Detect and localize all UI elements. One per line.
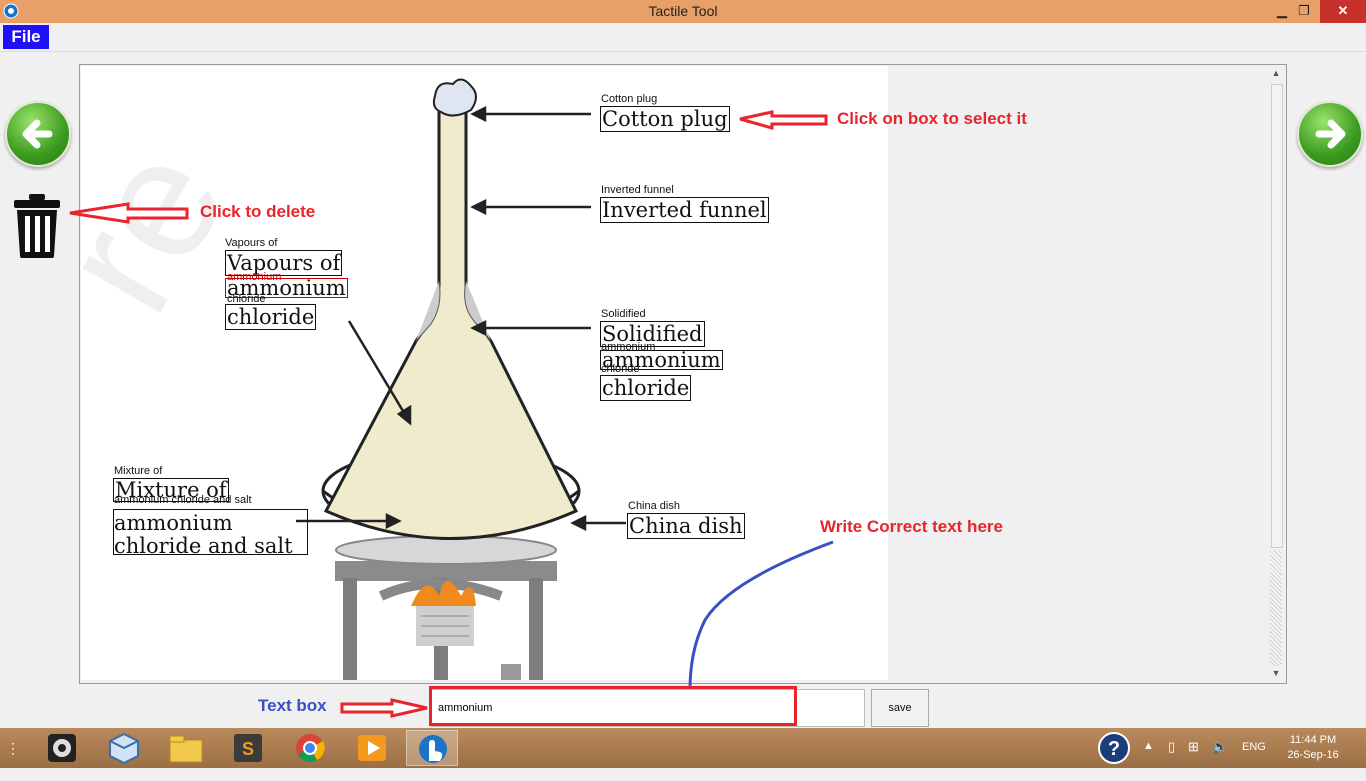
webcam-icon bbox=[48, 734, 76, 762]
svg-text:S: S bbox=[242, 739, 254, 759]
folder-icon bbox=[169, 735, 203, 763]
label-small-mixture: Mixture of bbox=[114, 465, 163, 477]
previous-button[interactable] bbox=[5, 101, 71, 167]
file-menu[interactable]: File bbox=[3, 25, 49, 49]
arrow-right-icon bbox=[1315, 119, 1346, 149]
label-small-vapours-2: ammonium bbox=[227, 271, 282, 283]
annotation-write: Write Correct text here bbox=[820, 517, 1003, 536]
arrow-left-icon bbox=[22, 119, 53, 149]
label-small-solidified: Solidified bbox=[601, 308, 646, 320]
chrome-icon bbox=[296, 734, 325, 762]
cube-icon bbox=[109, 732, 139, 765]
label-small-solidified-3: chloride bbox=[601, 363, 640, 375]
diagram-canvas[interactable]: re bbox=[81, 66, 888, 680]
taskbar: ⋮ S ? ▲ ▯ ⊞ 🔈 ENG 11:44 PM 26-Sep-16 bbox=[0, 728, 1366, 768]
svg-text:?: ? bbox=[1108, 738, 1120, 760]
menu-bar: File bbox=[0, 23, 1366, 52]
label-box-funnel[interactable]: Inverted funnel bbox=[600, 197, 769, 223]
scroll-down-icon[interactable]: ▼ bbox=[1271, 668, 1281, 678]
scroll-up-icon[interactable]: ▲ bbox=[1271, 68, 1281, 78]
scroll-track[interactable] bbox=[1270, 550, 1282, 666]
label-text-input[interactable] bbox=[436, 691, 800, 725]
next-button[interactable] bbox=[1297, 101, 1363, 167]
label-box-vapours-1[interactable]: Vapours of bbox=[225, 250, 343, 276]
taskbar-app-explorer[interactable] bbox=[160, 730, 212, 766]
label-box-solidified-2[interactable]: ammonium bbox=[600, 350, 723, 370]
close-button[interactable]: ✕ bbox=[1320, 0, 1366, 23]
annotation-select: Click on box to select it bbox=[837, 109, 1027, 128]
label-box-china[interactable]: China dish bbox=[627, 513, 745, 539]
language-indicator[interactable]: ENG bbox=[1242, 741, 1266, 753]
scroll-thumb[interactable] bbox=[1271, 84, 1283, 548]
network-icon[interactable]: ⊞ bbox=[1188, 739, 1199, 754]
title-bar: Tactile Tool ▁ ❐ ✕ bbox=[0, 0, 1366, 23]
burner-flame bbox=[411, 581, 476, 646]
system-clock[interactable]: 11:44 PM 26-Sep-16 bbox=[1280, 733, 1346, 763]
help-icon[interactable]: ? bbox=[1098, 732, 1130, 764]
label-box-solidified-1[interactable]: Solidified bbox=[600, 321, 705, 347]
clock-time: 11:44 PM bbox=[1289, 734, 1337, 746]
label-small-cotton: Cotton plug bbox=[601, 93, 658, 105]
annotation-arrow-textbox bbox=[340, 698, 428, 718]
tactile-tool-icon bbox=[419, 735, 447, 763]
clock-date: 26-Sep-16 bbox=[1287, 749, 1339, 761]
window-title: Tactile Tool bbox=[648, 3, 718, 19]
annotation-delete: Click to delete bbox=[200, 202, 316, 221]
label-box-mixture-2[interactable]: ammonium chloride and salt bbox=[113, 509, 308, 558]
taskbar-grip-icon: ⋮ bbox=[6, 740, 20, 756]
taskbar-app-chrome[interactable] bbox=[284, 730, 336, 766]
label-box-cotton[interactable]: Cotton plug bbox=[600, 106, 730, 132]
label-box-mixture-1[interactable]: Mixture of bbox=[113, 478, 229, 502]
tray-expand-icon[interactable]: ▲ bbox=[1143, 740, 1154, 752]
taskbar-app-sublime[interactable]: S bbox=[222, 730, 274, 766]
taskbar-app-virtualbox[interactable] bbox=[98, 730, 150, 766]
sublimation-diagram: re bbox=[81, 78, 626, 680]
label-text-field[interactable] bbox=[431, 689, 865, 727]
label-small-mixture-2: ammonium chloride and salt bbox=[114, 494, 252, 506]
label-small-china: China dish bbox=[628, 500, 680, 512]
label-line-mixture-3: chloride and salt bbox=[114, 534, 293, 558]
battery-icon[interactable]: ▯ bbox=[1168, 739, 1176, 754]
trash-icon[interactable] bbox=[11, 192, 63, 260]
taskbar-app-camera[interactable] bbox=[36, 730, 88, 766]
label-small-vapours-3: chloride bbox=[227, 293, 266, 305]
save-button[interactable]: save bbox=[871, 689, 929, 727]
app-icon bbox=[3, 3, 19, 19]
label-box-vapours-3[interactable]: chloride bbox=[225, 304, 317, 330]
label-small-funnel: Inverted funnel bbox=[601, 184, 674, 196]
label-box-solidified-3[interactable]: chloride bbox=[600, 375, 692, 401]
volume-icon[interactable]: 🔈 bbox=[1212, 739, 1229, 754]
sublime-icon: S bbox=[234, 734, 262, 762]
taskbar-app-media-player[interactable] bbox=[346, 730, 398, 766]
textbox-highlight bbox=[429, 686, 797, 726]
restore-button[interactable]: ❐ bbox=[1298, 3, 1310, 18]
label-small-vapours: Vapours of bbox=[225, 237, 278, 249]
label-box-vapours-2-selected[interactable]: ammonium bbox=[225, 278, 348, 298]
diagram-arrows bbox=[296, 105, 626, 532]
taskbar-app-tactile-tool[interactable] bbox=[406, 730, 458, 766]
label-line-mixture-2: ammonium bbox=[114, 511, 233, 535]
minimize-button[interactable]: ▁ bbox=[1277, 3, 1287, 18]
annotation-textbox: Text box bbox=[258, 696, 327, 715]
vertical-scrollbar[interactable]: ▲ ▼ bbox=[1268, 66, 1284, 680]
media-player-icon bbox=[358, 735, 386, 761]
